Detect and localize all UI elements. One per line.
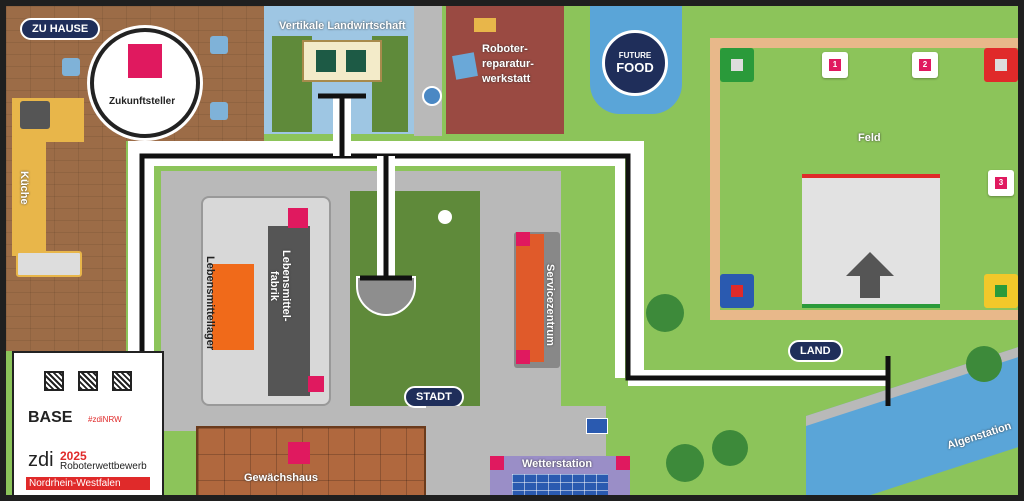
chair-icon: [62, 58, 80, 76]
legend-competition: Roboterwettbewerb: [60, 461, 147, 472]
field-marker-2[interactable]: 2: [912, 52, 938, 78]
legend-year: 2025: [60, 449, 87, 463]
field-marker-3-label: 3: [995, 177, 1007, 189]
weather-station-label: Wetterstation: [522, 458, 593, 470]
arrow-up-shaft: [860, 276, 880, 298]
future-setter-marker: [128, 44, 162, 78]
factory-marker[interactable]: [288, 208, 308, 228]
solar-panel: [512, 474, 608, 495]
food-storage-label: Lebensmittellager: [204, 256, 216, 351]
qr-code-icon[interactable]: [112, 371, 132, 391]
logo-text-future: FUTURE: [618, 51, 652, 60]
tree-icon: [646, 294, 684, 332]
service-marker[interactable]: [516, 232, 530, 246]
robot-track: [128, 93, 891, 406]
kitchen-label: Küche: [18, 171, 30, 205]
greenhouse-marker[interactable]: [288, 442, 310, 464]
service-marker[interactable]: [516, 350, 530, 364]
conveyor: [268, 226, 310, 396]
vertical-farm-slot: [346, 50, 366, 72]
weather-solar-icon: [586, 418, 608, 434]
future-food-logo: FUTURE FOOD: [602, 30, 668, 96]
weather-marker[interactable]: [616, 456, 630, 470]
greenhouse: [196, 426, 426, 495]
tree-icon: [712, 430, 748, 466]
robot-repair-label: Roboter- reparatur- werkstatt: [482, 43, 534, 85]
tree-icon: [966, 346, 1002, 382]
field-marker-1-label: 1: [829, 59, 841, 71]
vertical-farm-slot: [316, 50, 336, 72]
kitchen-counter-side: [12, 138, 46, 256]
legend-zdi: zdi: [28, 449, 54, 471]
field-marker-1[interactable]: 1: [822, 52, 848, 78]
stove-icon: [20, 101, 50, 129]
vertical-farm-label: Vertikale Landwirtschaft: [279, 20, 406, 32]
chair-icon: [210, 36, 228, 54]
vertical-farm-rack: [302, 40, 382, 82]
field-label: Feld: [858, 132, 881, 144]
factory-marker[interactable]: [308, 376, 324, 392]
logo-text-food: FOOD: [616, 60, 654, 75]
field-marker-yellow[interactable]: [984, 274, 1018, 308]
zone-land-label[interactable]: LAND: [788, 340, 843, 362]
service-center-frame: [516, 234, 544, 362]
service-center-label: Servicezentrum: [544, 264, 556, 346]
tree-icon: [666, 444, 704, 482]
future-setter-label: Zukunftsteller: [109, 96, 176, 107]
service-sign-icon[interactable]: [422, 86, 442, 106]
weather-marker[interactable]: [490, 456, 504, 470]
arrow-up-icon: [846, 252, 894, 276]
field-marker-3[interactable]: 3: [988, 170, 1014, 196]
legend-region: Nordrhein-Westfalen: [26, 477, 150, 490]
legend-panel: BASE #zdiNRW zdi 2025 Roboterwettbewerb …: [12, 351, 164, 495]
qr-code-icon[interactable]: [78, 371, 98, 391]
road: [414, 6, 442, 136]
track-line: [139, 153, 888, 381]
chair-icon: [210, 102, 228, 120]
track-outer: [128, 141, 886, 386]
field-marker-blue[interactable]: [720, 274, 754, 308]
legend-base-label: BASE: [28, 409, 73, 426]
field-marker-green[interactable]: [720, 48, 754, 82]
city-drone-icon[interactable]: [438, 210, 452, 224]
food-factory-label: Lebensmittel- fabrik: [268, 250, 292, 322]
greenhouse-label: Gewächshaus: [244, 472, 318, 484]
qr-code-icon[interactable]: [44, 371, 64, 391]
zone-home-label[interactable]: ZU HAUSE: [20, 18, 101, 40]
field-marker-red[interactable]: [984, 48, 1018, 82]
sink-icon: [16, 251, 82, 277]
field-marker-2-label: 2: [919, 59, 931, 71]
legend-hashtag: #zdiNRW: [88, 415, 122, 424]
robot-repair-sign: [474, 18, 496, 32]
food-storage-block: [212, 264, 254, 350]
